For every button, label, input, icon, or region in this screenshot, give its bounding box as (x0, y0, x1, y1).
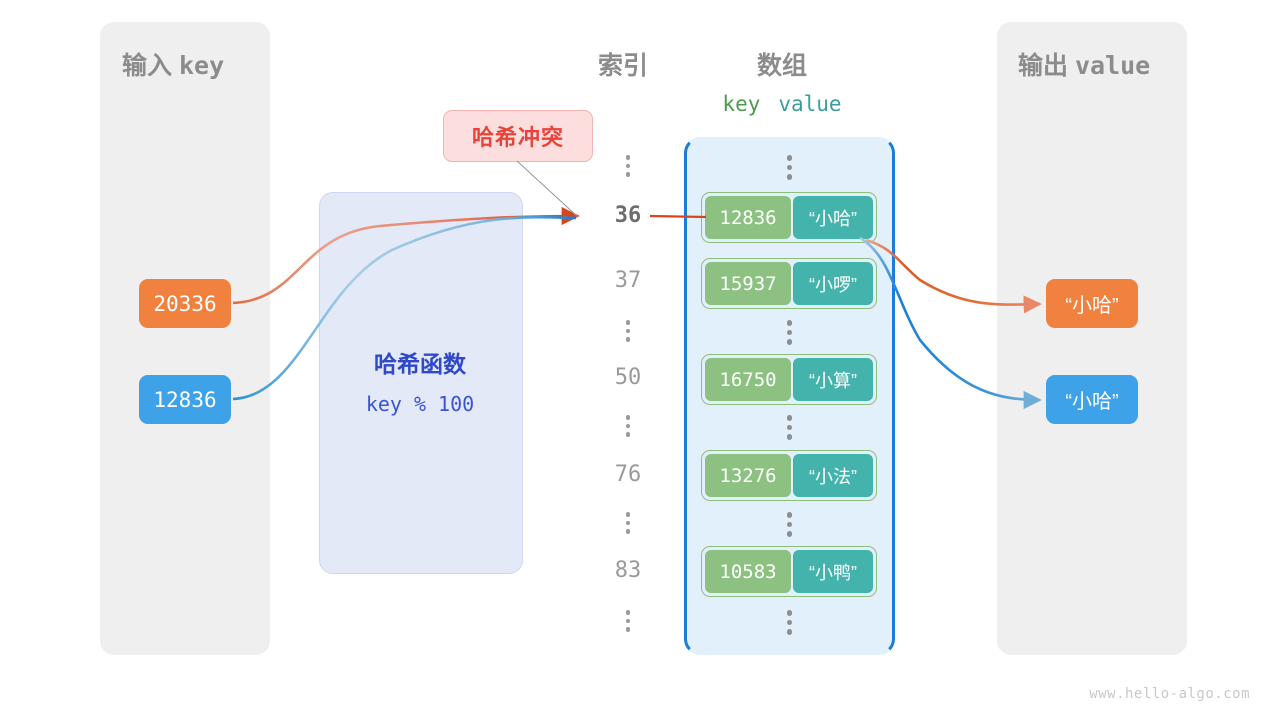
value-header-label: value (778, 92, 842, 116)
array-column-title: 数组 (757, 52, 808, 80)
index-label-76: 76 (614, 462, 642, 487)
index-label-83: 83 (614, 558, 642, 583)
index-label-36: 36 (614, 203, 642, 228)
bucket-cell: 12836“小哈” (701, 192, 877, 243)
bucket-key: 13276 (705, 454, 791, 497)
array-ellipsis (684, 512, 895, 537)
bucket-value: “小算” (793, 358, 873, 401)
bucket-value: “小法” (793, 454, 873, 497)
bucket-cell: 10583“小鸭” (701, 546, 877, 597)
bucket-cell: 15937“小啰” (701, 258, 877, 309)
input-key-chip: 12836 (139, 375, 231, 424)
array-ellipsis (684, 320, 895, 345)
index-ellipsis (598, 610, 658, 632)
bucket-key: 10583 (705, 550, 791, 593)
input-key-chip: 20336 (139, 279, 231, 328)
input-title-mono: key (178, 51, 225, 80)
key-header-label: key (722, 92, 761, 116)
bucket-cell: 16750“小算” (701, 354, 877, 405)
output-panel-title: 输出 value (1018, 46, 1150, 82)
hash-function-formula: key % 100 (365, 392, 475, 416)
bucket-key: 16750 (705, 358, 791, 401)
input-panel-title: 输入 key (122, 46, 224, 82)
bucket-value: “小啰” (793, 262, 873, 305)
hash-function-label: 哈希函数 (374, 351, 466, 377)
watermark: www.hello-algo.com (1089, 686, 1250, 702)
input-panel (100, 22, 270, 655)
bucket-cell: 13276“小法” (701, 450, 877, 501)
output-value-chip: “小哈” (1046, 279, 1138, 328)
key-value-header: key value (684, 92, 880, 116)
output-value-chip: “小哈” (1046, 375, 1138, 424)
hash-function-box (319, 192, 523, 574)
hash-collision-callout: 哈希冲突 (443, 110, 593, 162)
index-ellipsis (598, 320, 658, 342)
index-ellipsis (598, 415, 658, 437)
array-ellipsis (684, 415, 895, 440)
array-ellipsis (684, 610, 895, 635)
output-title-mono: value (1074, 51, 1151, 80)
bucket-value: “小哈” (793, 196, 873, 239)
hash-collision-label: 哈希冲突 (471, 125, 564, 150)
output-panel (997, 22, 1187, 655)
index-ellipsis (598, 155, 658, 177)
bucket-key: 12836 (705, 196, 791, 239)
index-ellipsis (598, 512, 658, 534)
index-label-50: 50 (614, 365, 642, 390)
index-label-37: 37 (614, 268, 642, 293)
index-column-title: 索引 (598, 52, 649, 80)
output-title-cn: 输出 (1018, 52, 1069, 80)
bucket-value: “小鸭” (793, 550, 873, 593)
collision-leader-line (516, 160, 579, 218)
input-title-cn: 输入 (122, 52, 173, 80)
bucket-key: 15937 (705, 262, 791, 305)
array-ellipsis (684, 155, 895, 180)
